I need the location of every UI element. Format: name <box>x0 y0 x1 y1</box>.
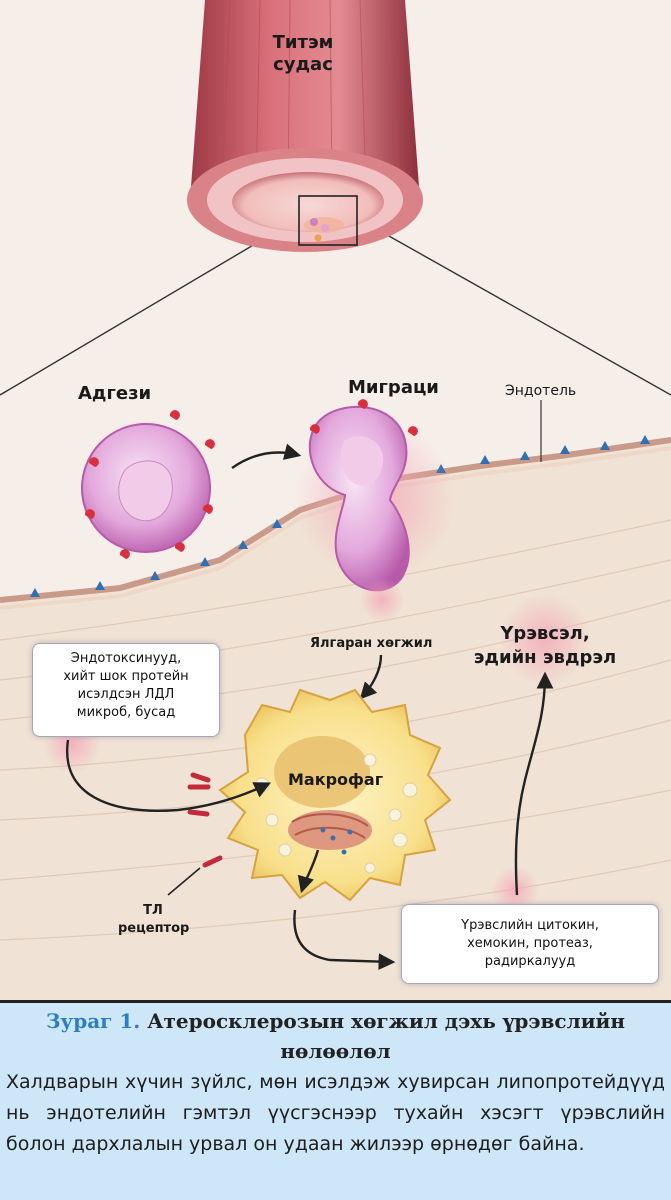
caption-title-text: Атеросклерозын хөгжил дэхь үрэвслийн нөл… <box>147 1009 625 1063</box>
label-endothelium: Эндотель <box>505 383 577 399</box>
label-adhesion: Адгези <box>78 383 152 404</box>
figure-caption: Зураг 1. Атеросклерозын хөгжил дэхь үрэв… <box>0 1000 671 1200</box>
caption-body: Халдварын хүчин зүйлс, мөн исэлдэж хувир… <box>6 1071 665 1155</box>
label-migration: Миграци <box>348 377 439 398</box>
label-tl-receptor: ТЛ рецептор <box>118 903 190 936</box>
label-inflammation: Үрэвсэл, эдийн эвдрэл <box>473 623 617 668</box>
coronary-artery <box>187 0 423 252</box>
caption-number: Зураг 1. <box>45 1009 141 1033</box>
zoom-box <box>298 195 358 246</box>
adhering-monocyte <box>78 410 215 559</box>
caption-title: Зураг 1. Атеросклерозын хөгжил дэхь үрэв… <box>0 1006 671 1066</box>
triggers-box: Эндотоксинууд, хийт шок протейн исэлдсэн… <box>32 643 220 737</box>
label-macrophage: Макрофаг <box>288 770 384 789</box>
label-coronary-artery: Титэм судас <box>272 32 334 75</box>
macrophage-cell <box>187 688 452 902</box>
label-diapedesis: Ялгаран хөгжил <box>310 636 433 651</box>
migrating-monocyte <box>295 399 455 592</box>
atherosclerosis-illustration <box>0 0 671 1000</box>
mediators-box: Үрэвслийн цитокин, хемокин, протеаз, рад… <box>401 904 659 984</box>
